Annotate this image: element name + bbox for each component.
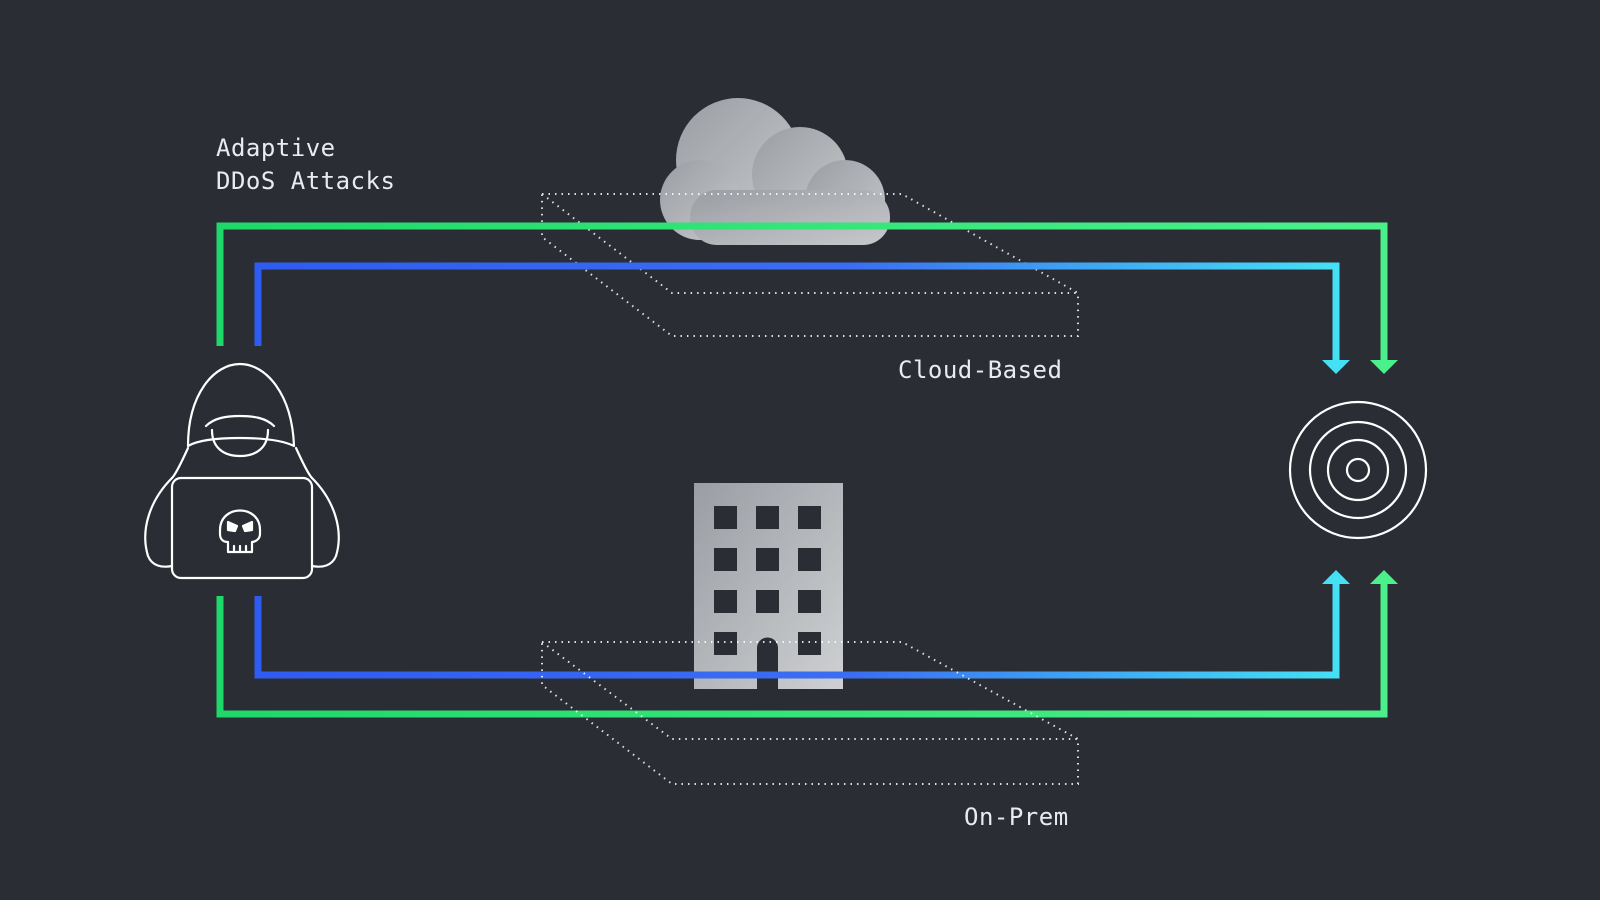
inner-route-arrowheads	[1322, 360, 1350, 584]
title-line-1: Adaptive	[216, 134, 336, 162]
diagram-title: Adaptive DDoS Attacks	[216, 132, 395, 198]
title-line-2: DDoS Attacks	[216, 167, 396, 195]
cloud-platform-outline	[541, 193, 1079, 337]
outer-attack-route	[216, 222, 1388, 718]
cloud-icon	[660, 98, 890, 245]
inner-attack-route	[254, 262, 1340, 679]
onprem-platform-outline	[541, 641, 1079, 785]
on-prem-label: On-Prem	[964, 803, 1069, 831]
cloud-based-label: Cloud-Based	[898, 356, 1063, 384]
bullseye-target-icon	[1288, 400, 1428, 540]
hooded-hacker-icon	[144, 362, 340, 580]
outer-route-arrowheads	[1370, 360, 1398, 584]
office-building-icon	[694, 483, 843, 689]
